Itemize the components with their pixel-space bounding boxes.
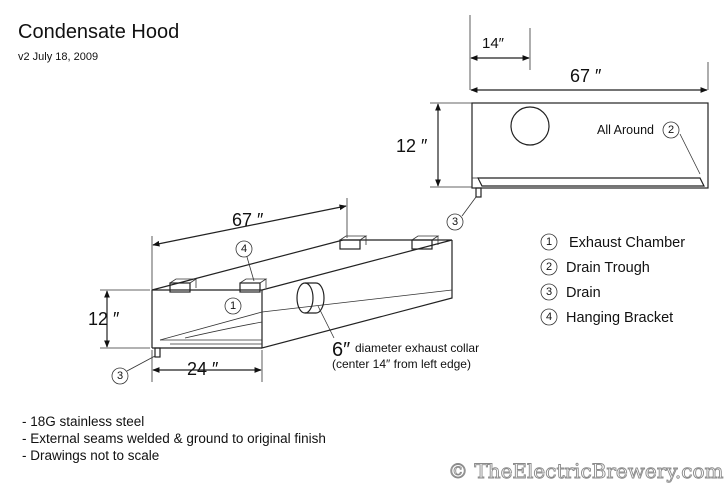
- legend-label: Exhaust Chamber: [569, 235, 685, 251]
- legend-label: Drain: [566, 285, 601, 301]
- chamber-marker: 1: [230, 300, 236, 312]
- offset-dimension-label: 14″: [482, 35, 505, 52]
- legend-marker: 4: [546, 311, 552, 323]
- bracket-leader: [246, 256, 255, 282]
- legend-marker: 3: [546, 286, 552, 298]
- side-drain-marker: 3: [452, 216, 458, 228]
- iso-depth-dimension-label: 24 ″: [187, 359, 219, 379]
- iso-top-face: [151, 239, 453, 291]
- iso-drain-stub: [154, 347, 161, 358]
- bracket-front-left: [169, 278, 198, 293]
- side-exhaust-opening: [510, 106, 550, 146]
- side-width-dimension-label: 67 ″: [570, 66, 602, 86]
- iso-view: 67 ″: [88, 198, 479, 385]
- side-drain-leader: [461, 196, 477, 217]
- version-date: v2 July 18, 2009: [18, 51, 98, 63]
- iso-length-dimension-label: 67 ″: [232, 210, 264, 230]
- note-material: - 18G stainless steel: [22, 414, 144, 429]
- side-hood-body: [471, 102, 709, 189]
- all-around-label: All Around: [597, 123, 654, 137]
- all-around-leader: [679, 133, 701, 175]
- collar-description: diameter exhaust collar: [355, 341, 479, 355]
- legend: 1 Exhaust Chamber 2 Drain Trough 3 Drain…: [540, 233, 685, 326]
- watermark: © TheElectricBrewery.com: [448, 459, 723, 483]
- side-drain-marker-circle: [446, 213, 464, 231]
- legend-marker: 1: [546, 236, 552, 248]
- bracket-back-left: [339, 235, 368, 250]
- side-view: 14″ 67 ″ 12 ″ All Around 2 3: [396, 15, 709, 231]
- legend-item: 4 Hanging Bracket: [540, 308, 673, 326]
- legend-item: 2 Drain Trough: [540, 258, 650, 276]
- side-drain-stub: [475, 187, 482, 198]
- side-height-dimension-label: 12 ″: [396, 136, 428, 156]
- all-around-marker: 2: [668, 124, 674, 136]
- note-scale: - Drawings not to scale: [22, 448, 159, 463]
- collar-note: (center 14″ from left edge): [332, 357, 471, 371]
- exhaust-collar: [296, 282, 325, 314]
- iso-front-face: [261, 240, 453, 349]
- iso-height-dimension-label: 12 ″: [88, 309, 120, 329]
- bracket-back-right: [411, 235, 440, 250]
- iso-length-dimension-line: [152, 204, 347, 247]
- chamber-marker-circle: [224, 297, 242, 315]
- iso-drain-leader: [126, 355, 156, 372]
- legend-marker: 2: [546, 261, 552, 273]
- iso-drain-marker: 3: [117, 370, 123, 382]
- collar-leader: [317, 305, 335, 339]
- iso-drain-marker-circle: [111, 367, 129, 385]
- legend-item: 3 Drain: [540, 283, 601, 301]
- bracket-front-right: [239, 278, 268, 293]
- page-title: Condensate Hood: [18, 21, 179, 43]
- note-seams: - External seams welded & ground to orig…: [22, 431, 326, 446]
- side-drain-trough: [477, 177, 705, 187]
- legend-item: 1 Exhaust Chamber: [540, 233, 685, 251]
- collar-size-label: 6″: [332, 339, 350, 361]
- bracket-marker: 4: [241, 243, 247, 255]
- legend-label: Hanging Bracket: [566, 310, 673, 326]
- bracket-marker-circle: [235, 240, 253, 258]
- legend-label: Drain Trough: [566, 260, 650, 276]
- all-around-marker-circle: [662, 121, 680, 139]
